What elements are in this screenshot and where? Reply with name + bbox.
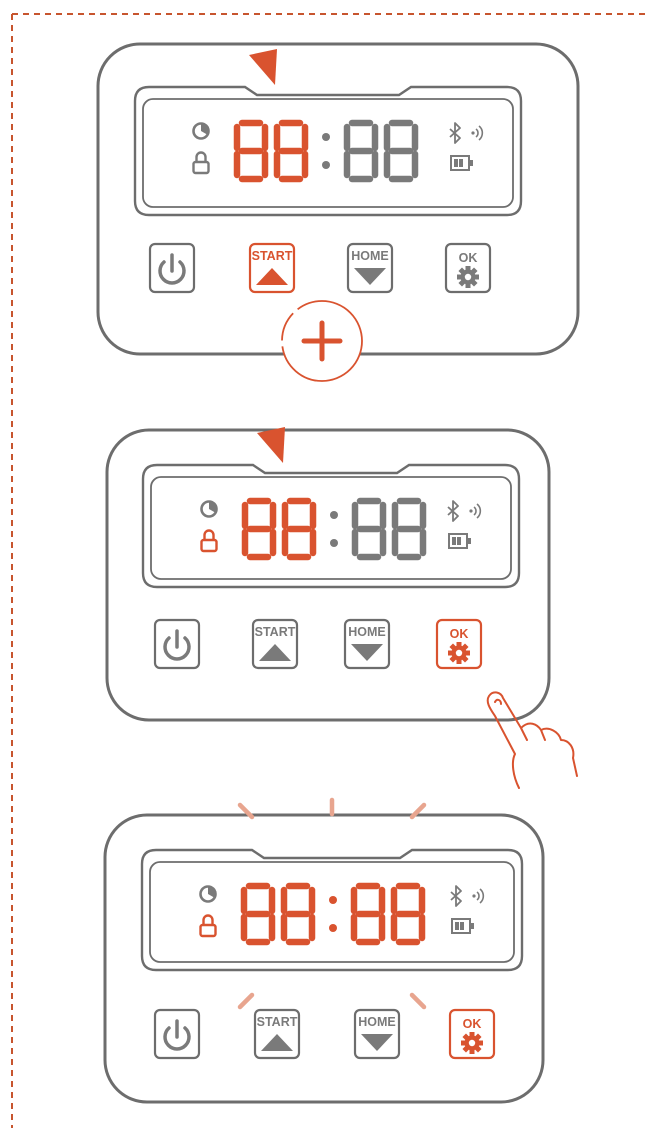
gear-icon (448, 642, 470, 664)
battery-level-1 (454, 159, 458, 167)
battery-tip (469, 160, 473, 166)
control-panel-2: START HOME OK (107, 427, 577, 788)
battery-tip (467, 538, 471, 544)
start-button[interactable]: START (253, 620, 297, 668)
time-colon-bottom (322, 161, 330, 169)
control-panel-3: START HOME OK (105, 800, 543, 1102)
time-colon-top (322, 133, 330, 141)
gear-hole (456, 650, 462, 656)
battery-level-2 (459, 159, 463, 167)
home-button[interactable]: HOME (348, 244, 392, 292)
battery-level-2 (460, 922, 464, 930)
home-button[interactable]: HOME (345, 620, 389, 668)
gear-hole (469, 1040, 475, 1046)
power-button[interactable] (150, 244, 194, 292)
wifi-dot (471, 131, 474, 134)
power-button[interactable] (155, 1010, 199, 1058)
time-colon-bottom (330, 539, 338, 547)
plus-callout (282, 301, 362, 381)
ok-button[interactable]: OK (446, 244, 490, 292)
start-button-label: START (252, 249, 293, 263)
time-colon-bottom (329, 924, 337, 932)
panels-layer: START HOME OK START HOME OK START HOME OK (98, 44, 578, 1102)
home-button-label: HOME (351, 249, 389, 263)
ok-button[interactable]: OK (437, 620, 481, 668)
home-button-label: HOME (348, 625, 386, 639)
ok-button-label: OK (450, 627, 469, 641)
battery-level-1 (452, 537, 456, 545)
battery-level-1 (455, 922, 459, 930)
time-colon-top (329, 896, 337, 904)
home-button-label: HOME (358, 1015, 396, 1029)
wifi-dot (469, 509, 472, 512)
wifi-dot (472, 894, 475, 897)
gear-icon (461, 1032, 483, 1054)
start-button[interactable]: START (250, 244, 294, 292)
display-bezel (143, 465, 519, 587)
time-colon-top (330, 511, 338, 519)
start-button[interactable]: START (255, 1010, 299, 1058)
ok-button-label: OK (463, 1017, 482, 1031)
start-button-label: START (257, 1015, 298, 1029)
battery-tip (470, 923, 474, 929)
display-bezel (135, 87, 521, 215)
battery-level-2 (457, 537, 461, 545)
gear-icon (457, 266, 479, 288)
ok-button[interactable]: OK (450, 1010, 494, 1058)
start-button-label: START (255, 625, 296, 639)
ok-button-label: OK (459, 251, 478, 265)
gear-hole (465, 274, 471, 280)
control-panel-1: START HOME OK (98, 44, 578, 381)
display-bezel (142, 850, 522, 970)
home-button[interactable]: HOME (355, 1010, 399, 1058)
power-button[interactable] (155, 620, 199, 668)
